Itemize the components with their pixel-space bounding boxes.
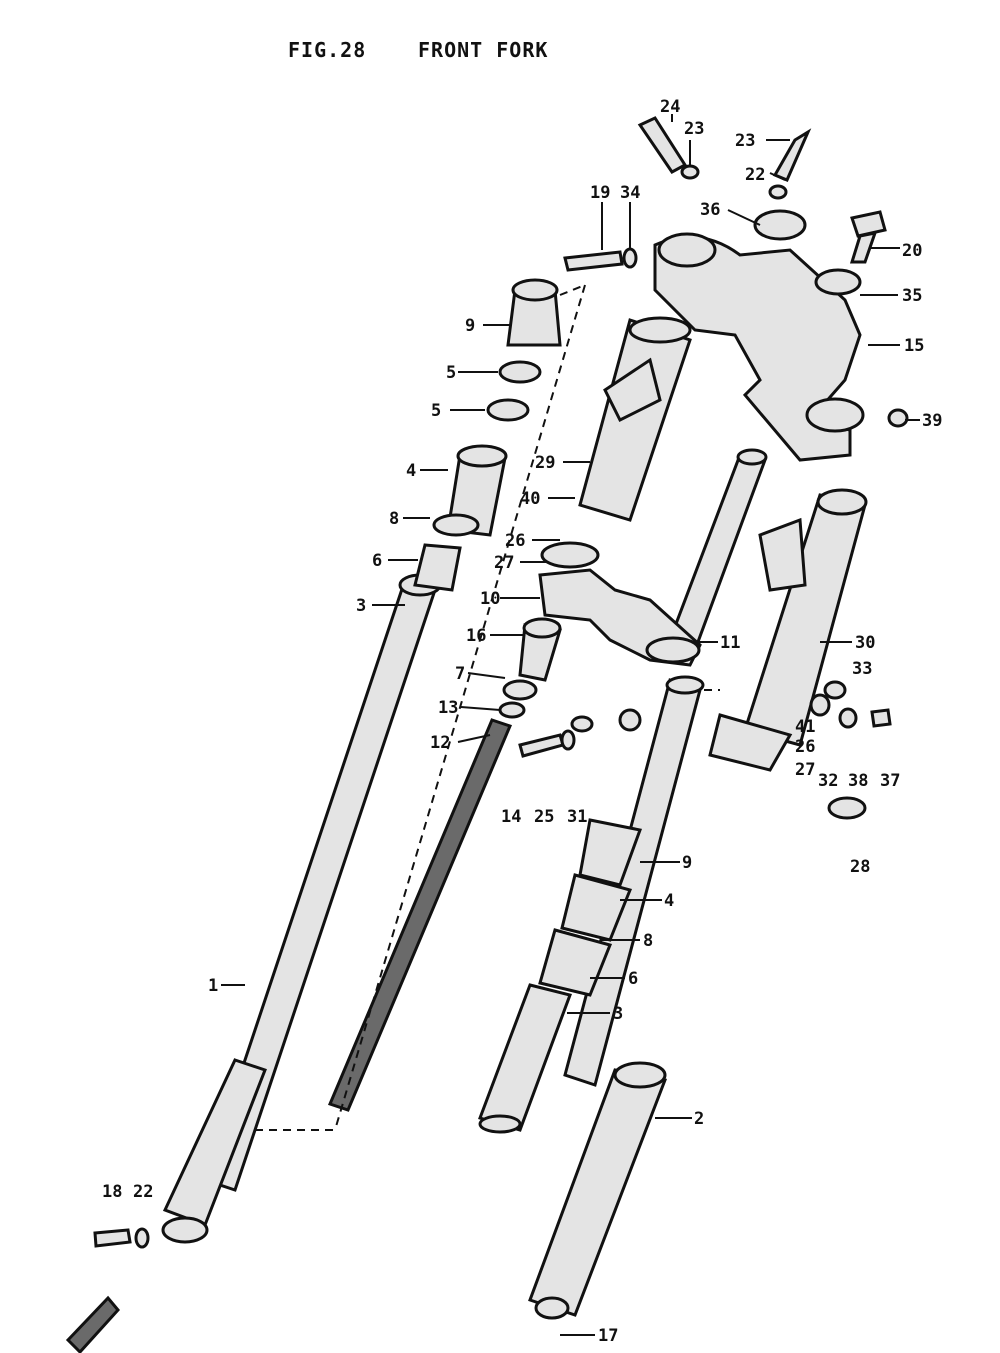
upper-bracket (653, 209, 865, 462)
callout-24: 24 (660, 97, 680, 117)
callout-11: 11 (720, 633, 740, 653)
callout-5: 5 (431, 401, 441, 421)
callout-1: 1 (208, 976, 218, 996)
callout-25: 25 (534, 807, 554, 827)
callout-34: 34 (620, 183, 640, 203)
callout-41: 41 (795, 717, 815, 737)
callout-27: 27 (795, 760, 815, 780)
callout-15: 15 (904, 336, 924, 356)
callout-4: 4 (406, 461, 416, 481)
callout-13: 13 (438, 698, 458, 718)
callout-20: 20 (902, 241, 922, 261)
right-fork-tube (478, 675, 705, 1134)
callout-3: 3 (356, 596, 366, 616)
figure-number: FIG.28 (288, 38, 367, 62)
callout-27: 27 (494, 553, 514, 573)
callout-18: 18 (102, 1182, 122, 1202)
front-arrow-icon (65, 1295, 120, 1353)
figure-title: FRONT FORK (418, 38, 549, 62)
callout-23: 23 (735, 131, 755, 151)
lower-bracket (538, 541, 702, 667)
steering-stem (665, 448, 768, 652)
callout-16: 16 (466, 626, 486, 646)
fork-spring (327, 718, 513, 1112)
callout-38: 38 (848, 771, 868, 791)
left-seal-stack (413, 278, 562, 592)
callout-29: 29 (535, 453, 555, 473)
callout-17: 17 (598, 1326, 618, 1346)
callout-12: 12 (430, 733, 450, 753)
callout-28: 28 (850, 857, 870, 877)
callout-2: 2 (694, 1109, 704, 1129)
callout-26: 26 (795, 737, 815, 757)
outer-tube-2 (528, 1061, 668, 1320)
callout-35: 35 (902, 286, 922, 306)
callout-8: 8 (389, 509, 399, 529)
callout-22: 22 (745, 165, 765, 185)
callout-22: 22 (133, 1182, 153, 1202)
callout-3: 3 (613, 1004, 623, 1024)
callout-31: 31 (567, 807, 587, 827)
callout-9: 9 (465, 316, 475, 336)
middle-parts (498, 617, 642, 758)
callout-7: 7 (455, 664, 465, 684)
callout-labels: 24 23 23 22 36 19 34 20 35 9 5 5 15 39 4… (102, 97, 942, 1346)
clamp-hardware (809, 680, 892, 729)
callout-33: 33 (852, 659, 872, 679)
top-bolts (637, 116, 909, 428)
callout-37: 37 (880, 771, 900, 791)
callout-6: 6 (628, 969, 638, 989)
callout-40: 40 (520, 489, 540, 509)
callout-23: 23 (684, 119, 704, 139)
callout-36: 36 (700, 200, 720, 220)
bolt-18 (93, 1227, 150, 1249)
callout-6: 6 (372, 551, 382, 571)
callout-9: 9 (682, 853, 692, 873)
callout-8: 8 (643, 931, 653, 951)
inner-tube-29 (578, 316, 692, 522)
callout-30: 30 (855, 633, 875, 653)
callout-39: 39 (922, 411, 942, 431)
callout-4: 4 (664, 891, 674, 911)
callout-19: 19 (590, 183, 610, 203)
callout-5: 5 (446, 363, 456, 383)
cover-tube-30 (708, 488, 868, 820)
bolt-19 (563, 247, 638, 272)
callout-32: 32 (818, 771, 838, 791)
callout-leader-lines (221, 114, 920, 1336)
left-fork-tube (161, 573, 442, 1244)
callout-14: 14 (501, 807, 521, 827)
callout-10: 10 (480, 589, 500, 609)
callout-26: 26 (505, 531, 525, 551)
